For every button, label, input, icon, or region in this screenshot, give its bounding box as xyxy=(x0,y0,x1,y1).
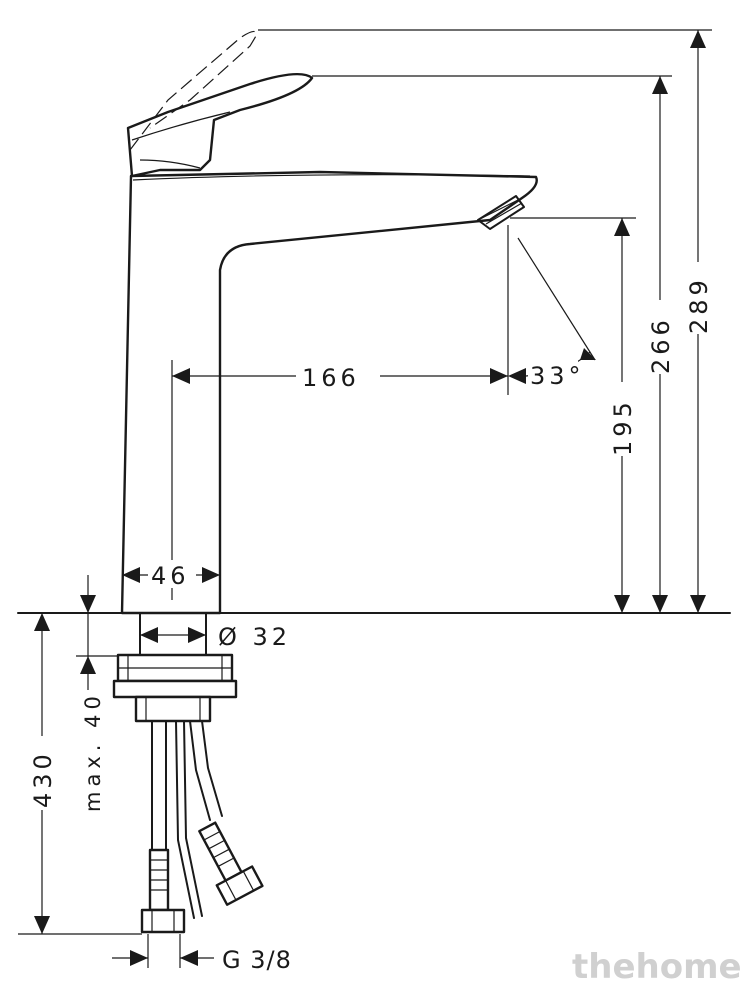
dimension-spray-angle-label: 33° xyxy=(530,362,585,390)
dimension-430-label: 430 xyxy=(29,750,57,808)
dimension-195: 195 xyxy=(609,218,637,613)
faucet-body xyxy=(120,170,538,615)
dimension-289: 289 xyxy=(685,30,713,613)
dimension-thread-label: G 3/8 xyxy=(222,946,292,974)
dimension-266-label: 266 xyxy=(647,316,675,374)
dimension-max-40: max. 40 xyxy=(80,575,105,812)
dimension-shank-diameter-label: Ø 32 xyxy=(218,623,291,651)
dimension-266: 266 xyxy=(647,76,675,613)
aerator xyxy=(477,195,525,230)
shank xyxy=(112,612,238,723)
dimension-max-40-label: max. 40 xyxy=(81,691,105,812)
dimension-shank-diameter: Ø 32 xyxy=(140,623,291,651)
dimension-thread: G 3/8 xyxy=(112,946,292,974)
dimension-46-label: 46 xyxy=(151,562,190,590)
watermark-text: thehome xyxy=(572,947,742,987)
dimension-46: 46 xyxy=(122,560,220,590)
dimension-spray-angle: 33° xyxy=(508,348,596,390)
supply-hoses xyxy=(140,720,264,934)
dimension-166-label: 166 xyxy=(302,364,360,392)
lever-handle xyxy=(126,30,314,178)
dimension-195-label: 195 xyxy=(609,398,637,456)
extension-lines xyxy=(18,29,712,968)
dimension-430: 430 xyxy=(29,613,57,934)
dimension-166: 166 xyxy=(172,362,508,392)
dimension-289-label: 289 xyxy=(685,276,713,334)
